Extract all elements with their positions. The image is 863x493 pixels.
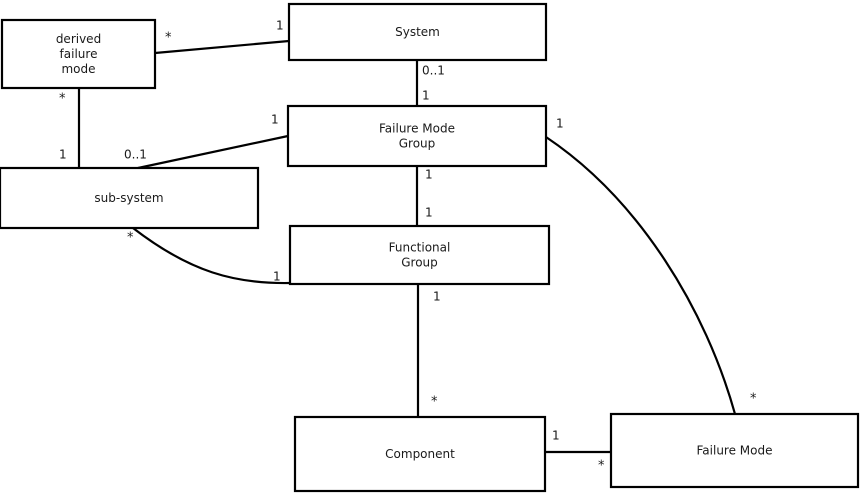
class-name-label-component: Component bbox=[385, 447, 455, 461]
class-name-line: Failure Mode bbox=[697, 443, 773, 457]
class-box-outline-failure-mode-group[interactable] bbox=[286, 104, 548, 168]
association-line-sub-system--functional-group bbox=[132, 227, 291, 285]
multiplicity-label-mult-fmg-to-fg-near-fg: 1 bbox=[425, 206, 433, 220]
multiplicity-label-mult-subsystem-to-fmg-near-subsystem: 0..1 bbox=[124, 148, 147, 162]
class-box-outline-sub-system[interactable] bbox=[0, 166, 260, 230]
association-line-sub-system--failure-mode-group bbox=[137, 134, 289, 170]
class-name-label-system: System bbox=[395, 25, 440, 39]
class-name-line: sub-system bbox=[94, 191, 163, 205]
class-name-line: mode bbox=[61, 62, 95, 76]
multiplicity-label-mult-dfm-to-subsystem-near-dfm: * bbox=[59, 92, 66, 107]
class-name-line: failure bbox=[60, 47, 98, 61]
class-name-line: System bbox=[395, 25, 440, 39]
class-box-outline-functional-group[interactable] bbox=[288, 224, 551, 286]
multiplicity-label-mult-component-to-fm-near-fm: * bbox=[598, 459, 605, 474]
class-box-failure-mode[interactable]: Failure Mode bbox=[609, 412, 860, 489]
multiplicity-label-mult-system-to-fmg-near-system: 0..1 bbox=[422, 64, 445, 78]
class-box-outline-failure-mode[interactable] bbox=[609, 412, 860, 489]
class-name-line: Component bbox=[385, 447, 455, 461]
multiplicity-label-mult-fg-to-component-near-fg: 1 bbox=[433, 290, 441, 304]
class-name-line: Group bbox=[401, 255, 438, 269]
class-box-outline-system[interactable] bbox=[287, 2, 548, 62]
class-name-label-sub-system: sub-system bbox=[94, 191, 163, 205]
multiplicity-label-mult-dfm-to-subsystem-near-subsystem: 1 bbox=[59, 148, 67, 162]
multiplicity-label-mult-fmg-to-fm-near-fm: * bbox=[750, 392, 757, 407]
association-lines-group bbox=[77, 39, 737, 454]
multiplicity-label-mult-subsystem-to-fg-near-fg: 1 bbox=[273, 270, 281, 284]
multiplicity-label-mult-dfm-to-system-near-system: 1 bbox=[276, 19, 284, 33]
multiplicity-label-mult-fmg-to-fg-near-fmg: 1 bbox=[425, 168, 433, 182]
multiplicity-label-mult-dfm-to-system-near-dfm: * bbox=[165, 31, 172, 46]
class-name-line: Group bbox=[399, 136, 436, 150]
class-name-label-failure-mode: Failure Mode bbox=[697, 443, 773, 457]
class-box-outline-component[interactable] bbox=[293, 415, 547, 493]
multiplicity-label-mult-subsystem-to-fg-near-subsystem: * bbox=[127, 231, 134, 246]
class-name-line: Functional bbox=[389, 240, 451, 254]
multiplicity-label-mult-fmg-to-fm-near-fmg: 1 bbox=[556, 117, 564, 131]
class-name-line: derived bbox=[56, 32, 101, 46]
association-line-failure-mode-group--failure-mode bbox=[545, 136, 737, 415]
multiplicity-labels-group: * 1 0..1 1 * 1 0..1 1 1 * 1 1 * 1 1 * 1 * bbox=[59, 19, 757, 474]
class-name-line: Failure Mode bbox=[379, 121, 455, 135]
multiplicity-label-mult-component-to-fm-near-component: 1 bbox=[552, 429, 560, 443]
class-box-outline-derived-failure-mode[interactable] bbox=[0, 18, 157, 90]
class-box-component[interactable]: Component bbox=[293, 415, 547, 493]
class-box-sub-system[interactable]: sub-system bbox=[0, 166, 260, 230]
class-box-system[interactable]: System bbox=[287, 2, 548, 62]
multiplicity-label-mult-subsystem-to-fmg-near-fmg: 1 bbox=[271, 113, 279, 127]
multiplicity-label-mult-fg-to-component-near-component: * bbox=[431, 395, 438, 410]
multiplicity-label-mult-system-to-fmg-near-fmg: 1 bbox=[422, 89, 430, 103]
association-line-derived-failure-mode--system bbox=[154, 39, 290, 55]
